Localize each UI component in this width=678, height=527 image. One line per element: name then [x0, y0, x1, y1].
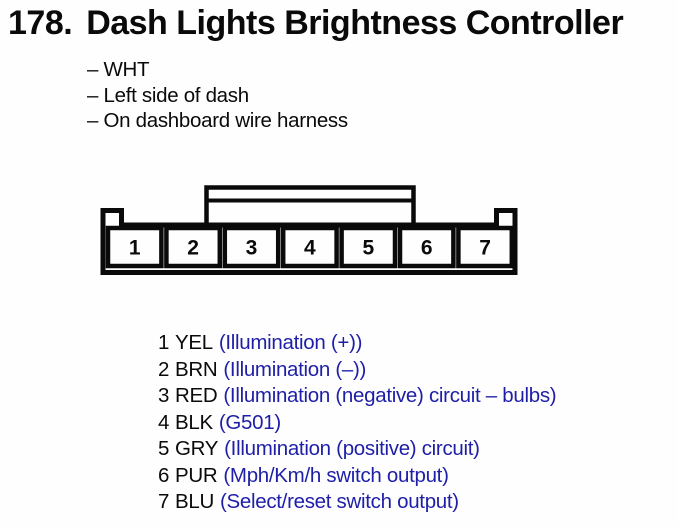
pin-cell-label-2: 2: [187, 237, 199, 260]
note-line: – Left side of dash: [87, 83, 249, 107]
pin-number: 4: [158, 410, 170, 434]
pin-cell-label-6: 6: [421, 237, 433, 260]
pin-number: 7: [158, 490, 170, 513]
pin-row: 2 BRN (Illumination (–)): [158, 357, 556, 384]
pin-function: (Select/reset switch output): [219, 490, 459, 513]
pin-function: (Illumination (–)): [223, 357, 367, 381]
note-line: – WHT: [87, 58, 150, 81]
page-title: 178. Dash Lights Brightness Controller: [8, 2, 624, 44]
pin-function: (G501): [218, 410, 281, 434]
pin-cell-label-4: 4: [304, 237, 316, 260]
section-number: 178.: [8, 4, 73, 42]
notes-list: – WHT – Left side of dash – On dashboard…: [87, 57, 348, 134]
pinout-legend: 1 YEL (Illumination (+)) 2 BRN (Illumina…: [158, 330, 557, 516]
section-title: Dash Lights Brightness Controller: [86, 4, 624, 42]
pin-row: 7 BLU (Select/reset switch output): [158, 489, 556, 516]
pin-row: 3 RED (Illumination (negative) circuit –…: [158, 383, 557, 410]
wire-color: GRY: [175, 437, 219, 460]
wire-color: RED: [175, 384, 218, 407]
pin-function: (Illumination (positive) circuit): [224, 437, 480, 460]
pin-row: 5 GRY (Illumination (positive) circuit): [158, 436, 556, 463]
pin-cell-label-5: 5: [362, 237, 374, 260]
pin-cell-5: [339, 225, 398, 269]
pin-number: 3: [158, 384, 170, 407]
connector-diagram: 1 2 3 4 5 6 7: [100, 185, 518, 275]
note-line: – On dashboard wire harness: [87, 109, 348, 133]
pin-number: 6: [158, 463, 170, 487]
pin-row: 6 PUR (Mph/Km/h switch output): [158, 463, 556, 490]
pin-number: 1: [158, 331, 170, 354]
pin-cell-label-7: 7: [479, 237, 491, 260]
pin-cell-7: [456, 225, 515, 269]
pin-number: 2: [158, 357, 170, 381]
pin-function: (Illumination (+)): [218, 331, 363, 354]
pin-cell-4: [280, 225, 339, 269]
pin-function: (Illumination (negative) circuit – bulbs…: [223, 384, 557, 407]
wire-color: YEL: [175, 331, 213, 354]
pin-cell-6: [397, 225, 456, 269]
connector-latch: [204, 185, 416, 228]
pin-cell-label-1: 1: [129, 237, 141, 260]
wire-color: PUR: [175, 463, 218, 487]
pin-cell-1: [105, 225, 164, 269]
wire-color: BLK: [175, 410, 213, 434]
pin-cell-label-3: 3: [246, 237, 258, 260]
pin-cell-2: [164, 225, 223, 269]
pin-cell-3: [222, 225, 281, 269]
pin-function: (Mph/Km/h switch output): [223, 463, 449, 487]
pin-row: 4 BLK (G501): [158, 410, 556, 437]
pin-row: 1 YEL (Illumination (+)): [158, 330, 556, 357]
pin-number: 5: [158, 437, 170, 460]
wire-color: BLU: [175, 490, 214, 513]
wire-color: BRN: [175, 357, 218, 381]
